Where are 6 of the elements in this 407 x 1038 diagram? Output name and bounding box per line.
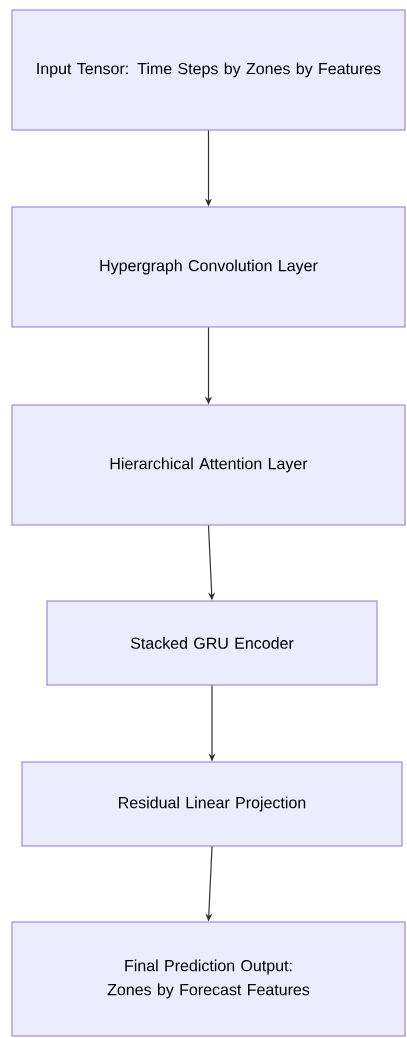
process-box: Hypergraph Convolution Layer bbox=[11, 206, 406, 328]
process-box: Residual Linear Projection bbox=[21, 761, 403, 847]
process-box: Stacked GRU Encoder bbox=[46, 600, 378, 686]
process-box: Input Tensor: Time Steps by Zones by Features bbox=[11, 9, 406, 131]
process-box: Hierarchical Attention Layer bbox=[11, 404, 406, 526]
process-box: Final Prediction Output: Zones by Forecast Features bbox=[11, 921, 406, 1037]
